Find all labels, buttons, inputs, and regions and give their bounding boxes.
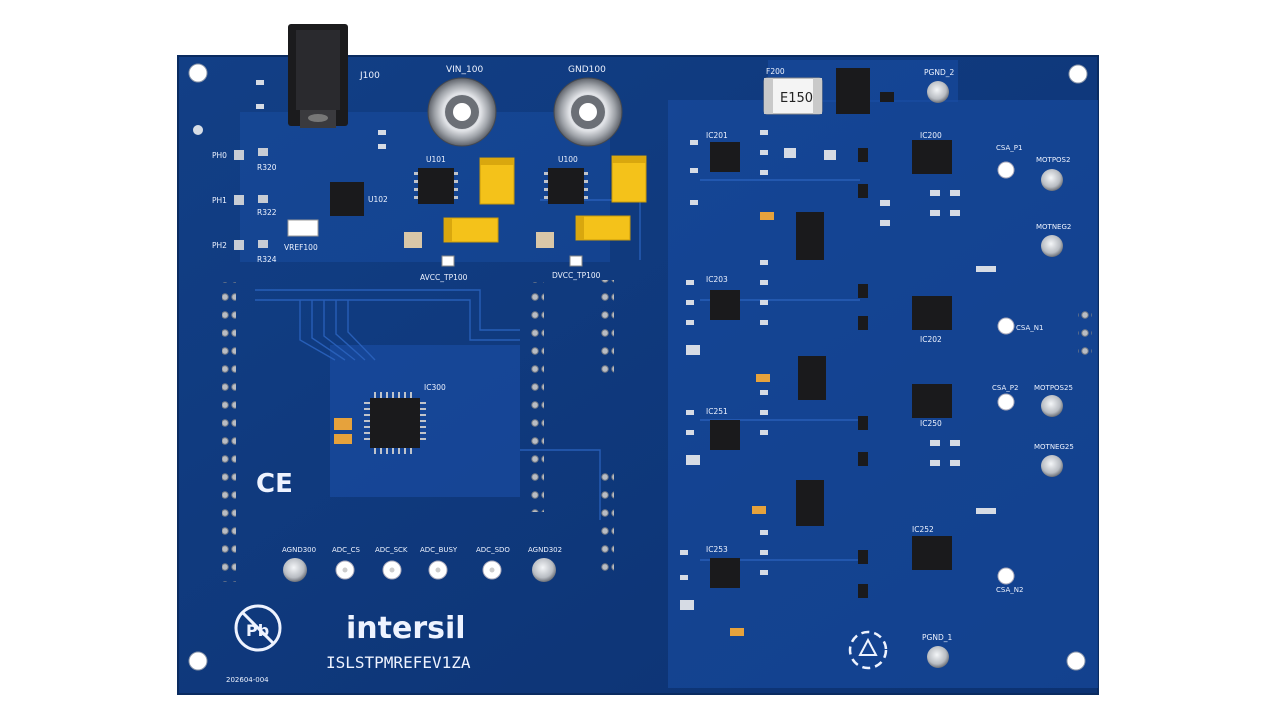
svg-text:F200: F200 [766, 67, 785, 76]
dc-jack-j100 [288, 24, 348, 128]
svg-text:AGND300: AGND300 [282, 546, 316, 554]
pb-free-mark [234, 604, 282, 652]
svg-text:R320: R320 [257, 163, 277, 172]
svg-text:R324: R324 [257, 255, 277, 264]
svg-text:IC200: IC200 [920, 131, 942, 140]
header-mid [530, 282, 544, 512]
svg-text:MOTPOS2: MOTPOS2 [1036, 156, 1070, 164]
svg-text:MOTNEG25: MOTNEG25 [1034, 443, 1074, 451]
svg-text:CSA_N1: CSA_N1 [1016, 324, 1043, 332]
header-left [222, 282, 236, 582]
esd-mark [848, 630, 888, 670]
svg-text:IC202: IC202 [920, 335, 942, 344]
fuse-f200 [763, 77, 823, 115]
svg-text:ADC_CS: ADC_CS [332, 546, 360, 554]
svg-text:ADC_BUSY: ADC_BUSY [420, 546, 458, 554]
svg-text:AVCC_TP100: AVCC_TP100 [420, 273, 468, 282]
right-testpoints [997, 161, 1063, 585]
svg-text:IC253: IC253 [706, 545, 728, 554]
svg-text:R322: R322 [257, 208, 277, 217]
header-mid2 [600, 280, 614, 380]
vref-component [287, 219, 319, 237]
svg-text:PGND_1: PGND_1 [922, 633, 952, 642]
svg-text:IC300: IC300 [424, 383, 446, 392]
tp-pgnd1 [927, 646, 949, 668]
svg-text:CSA_P2: CSA_P2 [992, 384, 1018, 392]
svg-text:IC251: IC251 [706, 407, 728, 416]
fuse-label: E150 [780, 91, 813, 106]
mosfet-top [836, 68, 870, 114]
tantalum-capacitors [404, 155, 647, 248]
brand-logo: intersil [346, 611, 466, 646]
label-gnd: GND100 [568, 65, 606, 75]
mounting-holes [188, 63, 1088, 671]
svg-text:IC252: IC252 [912, 525, 934, 534]
svg-text:VREF100: VREF100 [284, 243, 318, 252]
driver-ics [710, 140, 952, 588]
svg-text:IC250: IC250 [920, 419, 942, 428]
binding-post-vin [427, 77, 497, 147]
header-mid3 [600, 466, 614, 576]
tp-pgnd2 [927, 81, 949, 103]
svg-text:IC203: IC203 [706, 275, 728, 284]
svg-text:ADC_SDO: ADC_SDO [476, 546, 510, 554]
smd-diodes [858, 92, 894, 598]
svg-text:PGND_2: PGND_2 [924, 68, 954, 77]
svg-text:MOTPOS25: MOTPOS25 [1034, 384, 1073, 392]
label-j100: J100 [359, 71, 380, 81]
svg-text:AGND302: AGND302 [528, 546, 562, 554]
svg-text:MOTNEG2: MOTNEG2 [1036, 223, 1071, 231]
svg-text:CSA_N2: CSA_N2 [996, 586, 1023, 594]
svg-text:IC201: IC201 [706, 131, 728, 140]
copper-pour-right [668, 100, 1098, 688]
part-number: 202604-004 [226, 676, 269, 684]
smd-passives [256, 80, 996, 610]
binding-post-gnd [553, 77, 623, 147]
board-model: ISLSTPMREFEV1ZA [326, 653, 471, 672]
edge-connector [1078, 304, 1092, 362]
svg-text:Pb: Pb [246, 621, 269, 640]
svg-text:U100: U100 [558, 155, 578, 164]
regulator-u100 [544, 168, 588, 204]
ph-pins [234, 148, 268, 250]
svg-text:U102: U102 [368, 195, 388, 204]
bottom-testpoints [283, 558, 556, 582]
ce-mark: CE [256, 469, 293, 499]
regulator-u102 [330, 182, 364, 216]
svg-text:PH1: PH1 [212, 196, 227, 205]
svg-text:PH2: PH2 [212, 241, 227, 250]
svg-text:ADC_SCK: ADC_SCK [375, 546, 408, 554]
svg-text:PH0: PH0 [212, 151, 227, 160]
label-vin: VIN_100 [446, 65, 483, 75]
adc-ic300 [364, 392, 426, 454]
svg-text:U101: U101 [426, 155, 446, 164]
svg-text:DVCC_TP100: DVCC_TP100 [552, 271, 601, 280]
regulator-u101 [414, 168, 458, 204]
svg-text:CSA_P1: CSA_P1 [996, 144, 1022, 152]
